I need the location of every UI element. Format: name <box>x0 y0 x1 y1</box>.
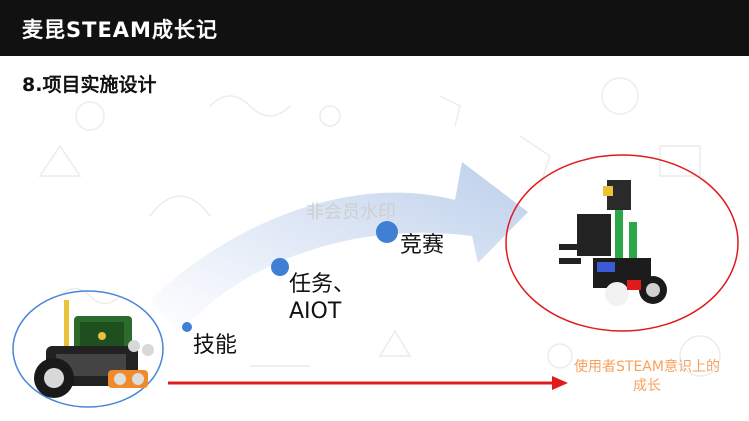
stage-label-skill: 技能 <box>193 333 238 358</box>
result-ellipse <box>505 154 739 332</box>
start-ellipse <box>12 290 164 408</box>
growth-annotation: 使用者STEAM意识上的成长 <box>574 359 720 394</box>
baseline-arrow-head <box>552 376 568 390</box>
stage-dot-competition <box>376 221 398 243</box>
robot-gripper-image <box>559 180 667 306</box>
stage-label-competition: 竞赛 <box>400 233 445 258</box>
stage-dot-task <box>271 258 289 276</box>
science-doodle-background <box>38 77 721 377</box>
header-title: 麦昆STEAM成长记 <box>22 18 218 42</box>
watermark: 非会员水印 <box>306 202 396 223</box>
robot-car-image <box>34 300 154 398</box>
growth-arrow <box>150 162 528 335</box>
stage-label-task-aiot: 任务、 AIOT <box>289 272 356 324</box>
stage-dot-skill <box>182 322 192 332</box>
section-title: 8.项目实施设计 <box>22 74 157 96</box>
header-bar: 麦昆STEAM成长记 <box>0 0 749 56</box>
